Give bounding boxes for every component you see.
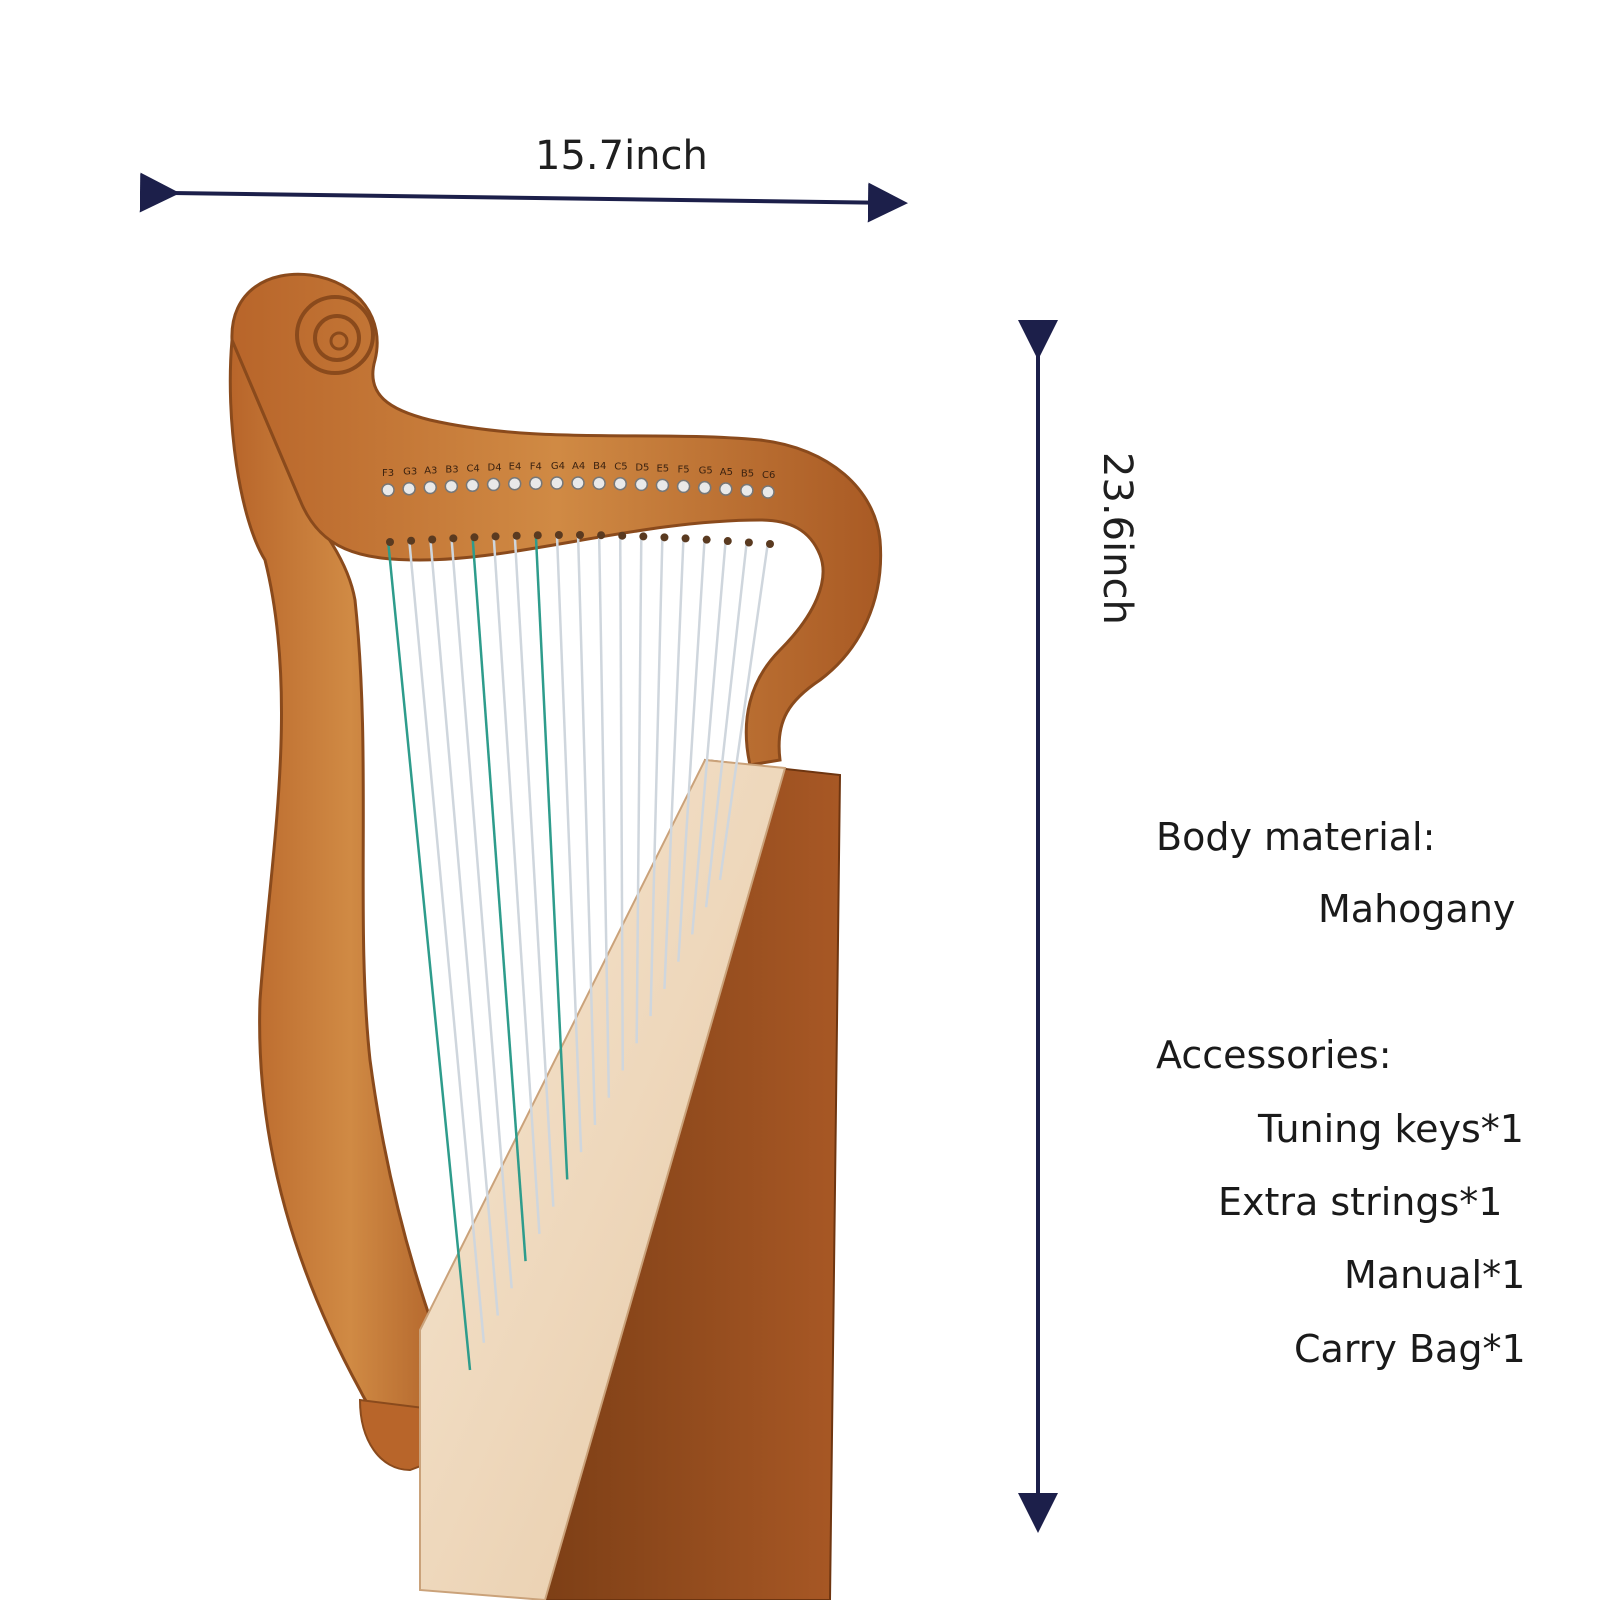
tuning-pin [697, 480, 712, 495]
bridge-pin [512, 531, 521, 540]
note-label: F5 [678, 464, 690, 475]
bridge-pin [660, 533, 669, 542]
tuning-pin [444, 479, 459, 494]
accessories-heading: Accessories: [1156, 1033, 1392, 1077]
harp-soundboard [419, 758, 787, 1600]
note-label: G4 [551, 461, 565, 472]
tuning-pin [592, 476, 606, 490]
tuning-pin [550, 476, 564, 490]
accessory-item: Manual*1 [1344, 1253, 1526, 1297]
harp-strings [386, 532, 770, 1371]
tuning-pin [676, 479, 691, 494]
note-label: E4 [509, 462, 522, 473]
harp-neck [230, 272, 883, 767]
note-label: B4 [593, 461, 606, 472]
tuning-pins [381, 476, 775, 548]
accessory-item: Carry Bag*1 [1294, 1327, 1526, 1371]
height-dimension-label: 23.6inch [1094, 452, 1140, 625]
scroll-outer [295, 295, 375, 375]
bridge-pin [639, 532, 648, 541]
harp-string [386, 539, 472, 1371]
tuning-pin [423, 480, 437, 495]
bridge-pin [597, 531, 606, 540]
harp-string [576, 532, 597, 1126]
harp-string [635, 534, 643, 1044]
harp-string [618, 533, 625, 1071]
tuning-pin [719, 482, 733, 496]
note-label: A5 [720, 467, 733, 478]
harp-string [677, 537, 706, 962]
note-label: F4 [530, 461, 542, 472]
bridge-pin [744, 538, 753, 547]
bridge-pin [470, 533, 479, 542]
tuning-pin [761, 485, 775, 499]
bridge-pin [554, 531, 563, 540]
bridge-pin [386, 538, 394, 546]
note-label: C5 [614, 462, 627, 473]
tuning-pin [655, 478, 670, 493]
bridge-pin [702, 535, 711, 544]
tuning-pin [613, 476, 627, 491]
tuning-pin [634, 477, 649, 492]
bridge-pin [491, 532, 500, 541]
bridge-pin [407, 536, 416, 545]
note-labels: F3 G3 A3 B3 C4 D4 E4 F4 G4 A4 B4 C5 D5 E5 F5 G5 A5 B5 C6 [382, 461, 775, 481]
note-label: G3 [403, 467, 417, 478]
tuning-pin [529, 476, 543, 491]
note-label: C6 [762, 470, 775, 481]
note-label: A3 [424, 465, 437, 476]
note-label: G5 [699, 466, 713, 477]
tuning-pin [381, 483, 395, 497]
bridge-pin [449, 534, 458, 543]
scroll-inner [329, 331, 349, 351]
harp-string [513, 533, 555, 1207]
note-label: D4 [488, 462, 502, 473]
harp-string [649, 535, 664, 1017]
harp-string [450, 536, 513, 1289]
tuning-pin [571, 476, 585, 490]
tuning-pin [486, 477, 501, 492]
harp-string [534, 533, 569, 1180]
harp-string [690, 538, 728, 935]
scroll-middle [313, 314, 361, 362]
bridge-pin [618, 531, 627, 540]
bridge-pin [681, 534, 690, 543]
harp-string [407, 538, 486, 1343]
width-dimension-label: 15.7inch [535, 133, 708, 179]
note-label: D5 [635, 462, 649, 473]
note-label: A4 [572, 461, 585, 472]
bridge-pin [723, 537, 732, 546]
harp-string [471, 535, 527, 1262]
bridge-pin [428, 535, 437, 544]
accessory-item: Tuning keys*1 [1258, 1107, 1524, 1151]
width-arrow [139, 172, 908, 223]
bridge-pin [766, 540, 774, 548]
note-label: C4 [466, 463, 479, 474]
harp-string [555, 532, 583, 1153]
tuning-pin [402, 481, 416, 496]
harp-string [597, 533, 611, 1098]
material-value: Mahogany [1318, 887, 1516, 931]
harp-string [663, 536, 685, 989]
note-label: E5 [656, 463, 669, 474]
note-label: F3 [382, 468, 394, 479]
material-heading: Body material: [1156, 815, 1436, 859]
harp-string [704, 540, 749, 908]
harp-string [428, 537, 500, 1316]
tuning-pin [740, 483, 754, 498]
note-label: B3 [445, 464, 458, 475]
harp-string [718, 541, 770, 881]
tuning-pin [465, 478, 480, 493]
bridge-pin [533, 531, 542, 540]
bridge-pin [576, 531, 584, 539]
note-label: B5 [741, 468, 754, 479]
harp-string [492, 534, 541, 1234]
accessory-item: Extra strings*1 [1218, 1180, 1503, 1224]
tuning-pin [507, 476, 522, 491]
